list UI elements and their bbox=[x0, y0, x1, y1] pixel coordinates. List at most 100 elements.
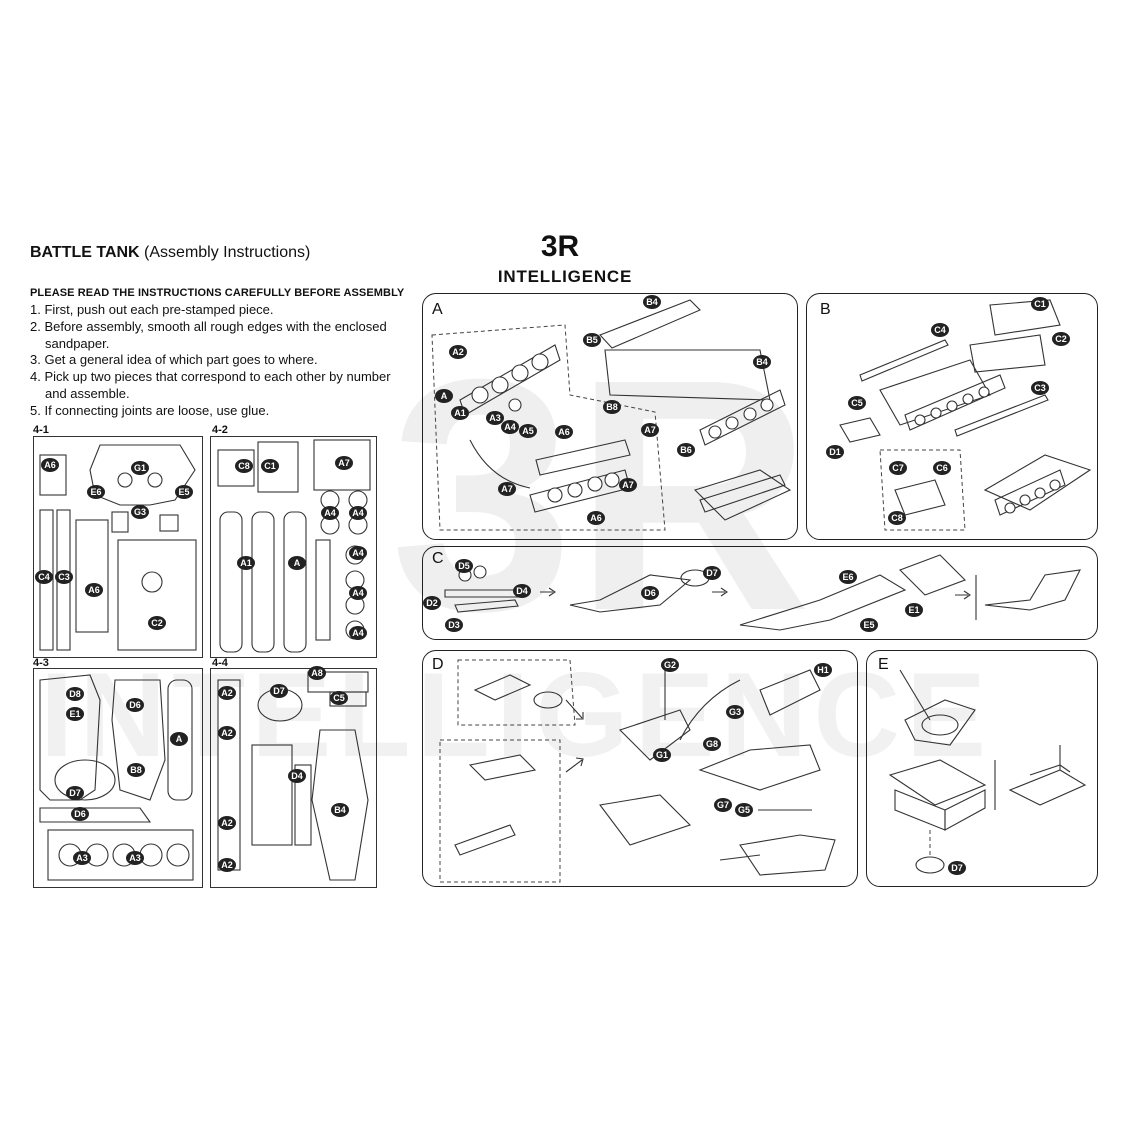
instruction-line: 1. First, push out each pre-stamped piec… bbox=[30, 302, 274, 317]
part-badge: D7 bbox=[703, 566, 721, 580]
svg-text:G7: G7 bbox=[717, 800, 729, 810]
svg-text:D7: D7 bbox=[273, 686, 285, 696]
sheet-label-4-1: 4-1 bbox=[33, 424, 49, 436]
part-badge: B8 bbox=[127, 763, 145, 777]
svg-text:A6: A6 bbox=[590, 513, 602, 523]
svg-text:D6: D6 bbox=[129, 700, 141, 710]
svg-text:A5: A5 bbox=[522, 426, 534, 436]
svg-text:E1: E1 bbox=[69, 709, 80, 719]
svg-text:A4: A4 bbox=[352, 548, 364, 558]
svg-text:E6: E6 bbox=[90, 487, 101, 497]
part-badge: A5 bbox=[519, 424, 537, 438]
instruction-line: and assemble. bbox=[45, 385, 130, 401]
svg-text:A8: A8 bbox=[311, 668, 323, 678]
svg-text:A7: A7 bbox=[622, 480, 634, 490]
svg-text:A: A bbox=[176, 734, 183, 744]
part-badge: D2 bbox=[423, 596, 441, 610]
svg-text:A3: A3 bbox=[489, 413, 501, 423]
part-badge: C3 bbox=[55, 570, 73, 584]
svg-text:G3: G3 bbox=[729, 707, 741, 717]
svg-text:B8: B8 bbox=[606, 402, 618, 412]
sheet-label-4-2: 4-2 bbox=[212, 424, 228, 436]
part-badge: C3 bbox=[1031, 381, 1049, 395]
part-badge: C1 bbox=[261, 459, 279, 473]
svg-text:D4: D4 bbox=[291, 771, 303, 781]
svg-text:C7: C7 bbox=[892, 463, 904, 473]
svg-text:C3: C3 bbox=[1034, 383, 1046, 393]
svg-text:E6: E6 bbox=[842, 572, 853, 582]
instructions-list: 1. First, push out each pre-stamped piec… bbox=[30, 302, 410, 420]
part-badge: D4 bbox=[513, 584, 531, 598]
svg-text:C4: C4 bbox=[934, 325, 946, 335]
svg-text:A4: A4 bbox=[352, 628, 364, 638]
svg-text:C2: C2 bbox=[1055, 334, 1067, 344]
part-badge: D5 bbox=[455, 559, 473, 573]
svg-text:D6: D6 bbox=[644, 588, 656, 598]
part-badge: A6 bbox=[587, 511, 605, 525]
sheet-4-2-parts bbox=[217, 439, 371, 653]
svg-text:D6: D6 bbox=[74, 809, 86, 819]
panel-e-drawing bbox=[888, 669, 1087, 874]
panel-c-drawing bbox=[444, 554, 1081, 631]
part-badge: A3 bbox=[486, 411, 504, 425]
part-badge: D7 bbox=[66, 786, 84, 800]
svg-text:B6: B6 bbox=[680, 445, 692, 455]
part-badge: A1 bbox=[237, 556, 255, 570]
part-badge: C1 bbox=[1031, 297, 1049, 311]
part-badge: D4 bbox=[288, 769, 306, 783]
part-badge: C5 bbox=[848, 396, 866, 410]
part-badge: A8 bbox=[308, 666, 326, 680]
part-badge: A4 bbox=[349, 586, 367, 600]
svg-text:C4: C4 bbox=[38, 572, 50, 582]
part-badge: C8 bbox=[888, 511, 906, 525]
svg-text:G5: G5 bbox=[738, 805, 750, 815]
svg-text:C8: C8 bbox=[238, 461, 250, 471]
svg-text:D7: D7 bbox=[69, 788, 81, 798]
part-badge: B4 bbox=[643, 295, 661, 309]
part-badge: D6 bbox=[71, 807, 89, 821]
step-panel-b bbox=[806, 293, 1098, 540]
svg-text:D3: D3 bbox=[448, 620, 460, 630]
svg-text:A2: A2 bbox=[221, 818, 233, 828]
svg-text:H1: H1 bbox=[817, 665, 829, 675]
part-badge: A bbox=[170, 732, 188, 746]
step-label-d: D bbox=[432, 656, 444, 673]
part-badge: B6 bbox=[677, 443, 695, 457]
svg-text:E5: E5 bbox=[178, 487, 189, 497]
part-badge: A bbox=[435, 389, 453, 403]
part-badge: G1 bbox=[131, 461, 149, 475]
instruction-line: 5. If connecting joints are loose, use g… bbox=[30, 402, 270, 418]
svg-text:A6: A6 bbox=[88, 585, 100, 595]
part-badge: C5 bbox=[330, 691, 348, 705]
svg-text:A4: A4 bbox=[352, 588, 364, 598]
instructions-heading: PLEASE READ THE INSTRUCTIONS CAREFULLY B… bbox=[30, 287, 405, 299]
panel-b-drawing bbox=[839, 299, 1092, 531]
svg-text:E1: E1 bbox=[908, 605, 919, 615]
part-badge: A2 bbox=[218, 858, 236, 872]
part-badge: D7 bbox=[270, 684, 288, 698]
svg-text:C1: C1 bbox=[264, 461, 276, 471]
svg-text:A2: A2 bbox=[221, 860, 233, 870]
part-badge: D6 bbox=[126, 698, 144, 712]
brand-name: INTELLIGENCE bbox=[497, 267, 633, 286]
part-badge: D1 bbox=[826, 445, 844, 459]
step-panel-d bbox=[422, 650, 858, 887]
svg-text:A2: A2 bbox=[221, 688, 233, 698]
panel-a-drawing bbox=[431, 299, 792, 531]
svg-text:A3: A3 bbox=[129, 853, 141, 863]
svg-text:B8: B8 bbox=[130, 765, 142, 775]
step-label-e: E bbox=[878, 656, 889, 673]
part-badge: A4 bbox=[349, 506, 367, 520]
instruction-line: 4. Pick up two pieces that correspond to… bbox=[30, 369, 391, 385]
part-badge: B5 bbox=[583, 333, 601, 347]
svg-text:D4: D4 bbox=[516, 586, 528, 596]
svg-text:A: A bbox=[294, 558, 301, 568]
part-badge: A2 bbox=[218, 726, 236, 740]
part-badge: A4 bbox=[349, 626, 367, 640]
svg-text:A7: A7 bbox=[644, 425, 656, 435]
part-badge: G5 bbox=[735, 803, 753, 817]
svg-text:G3: G3 bbox=[134, 507, 146, 517]
svg-text:B4: B4 bbox=[646, 297, 658, 307]
part-badge: H1 bbox=[814, 663, 832, 677]
svg-text:A7: A7 bbox=[338, 458, 350, 468]
